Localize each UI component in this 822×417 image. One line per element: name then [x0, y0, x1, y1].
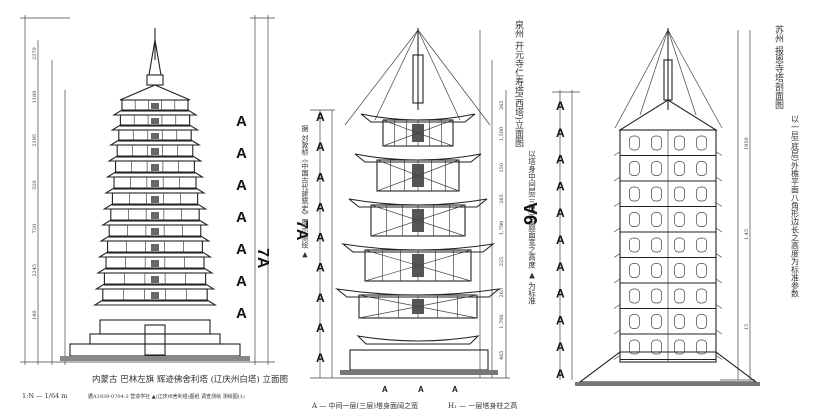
height-mark-a: A [316, 351, 325, 365]
height-mark-a: A [236, 209, 247, 226]
left-dimension-lines [20, 15, 275, 365]
dimension-label: 1180 [32, 91, 38, 104]
dimension-label: 2370 [32, 47, 38, 60]
dimension-label: 720 [32, 224, 38, 234]
left-grade-mark: 7A [254, 248, 271, 269]
height-mark-a: A [316, 140, 325, 154]
dimension-label: 265 [499, 100, 505, 110]
height-mark-a: A [236, 273, 247, 290]
left-caption: 内蒙古 巴林左旗 辉迹佛舍利塔 (辽庆州白塔) 立面图 [92, 374, 288, 385]
height-mark-a: A [316, 321, 325, 335]
left-pagoda-drawing [60, 28, 250, 361]
dimension-label: 2195 [32, 134, 38, 147]
right-spire-chains [614, 29, 723, 129]
height-mark-a: A [556, 233, 565, 247]
bottom-mark-a: A [452, 385, 458, 394]
dimension-label: 1,700 [499, 314, 505, 328]
height-mark-a: A [556, 340, 565, 354]
height-mark-a: A [556, 313, 565, 327]
middle-side-title: 泉州 开元寺仁寿塔(西塔)立面图 [513, 19, 524, 148]
middle-dimension-lines [310, 30, 510, 379]
right-side-title: 苏州 报恩寺塔剖面图 [773, 24, 784, 110]
height-mark-a: A [556, 287, 565, 301]
right-grade-mark: 9A [521, 202, 541, 225]
bottom-mark-a: A [418, 385, 424, 394]
height-mark-a: A [556, 153, 565, 167]
middle-dimension-labels: 265 1,500 150 265 1,790 225 265 1,700 465 [499, 100, 505, 360]
dimension-label: 1,790 [499, 221, 505, 235]
height-mark-a: A [316, 231, 325, 245]
left-dimension-labels: 2370 1180 2195 320 720 2245 140 [32, 47, 38, 320]
right-pagoda-drawing [575, 28, 760, 386]
dimension-label: 15 [744, 324, 750, 330]
height-mark-a: A [316, 110, 325, 124]
left-scale-label: 1:N — 1/64 m [22, 392, 67, 400]
height-mark-a: A [316, 200, 325, 214]
height-mark-a: A [556, 126, 565, 140]
middle-grade-mark: 7A [293, 220, 310, 241]
height-mark-a: A [236, 241, 247, 258]
dimension-label: 1.45 [744, 229, 750, 240]
dimension-label: 225 [499, 257, 505, 267]
height-mark-a: A [316, 291, 325, 305]
left-bottom-note: 据A1939-0704-3 营造学社 ▲(辽庆州舍利塔)图纸 调查测绘 测绘图(… [88, 393, 245, 400]
dimension-label: 1950 [744, 137, 750, 150]
height-mark-a: A [236, 305, 247, 322]
middle-legend-a: A — 中间一层(三层)塔身面阔之宽 [311, 401, 418, 410]
height-mark-a: A [556, 179, 565, 193]
middle-legend-h: H₁ — 一层塔身柱之高 [448, 401, 517, 410]
height-mark-a: A [556, 206, 565, 220]
height-mark-a: A [236, 113, 247, 130]
dimension-label: 265 [499, 288, 505, 298]
right-dimension-lines [552, 30, 755, 381]
height-mark-a: A [556, 260, 565, 274]
dimension-label: 1,500 [499, 127, 505, 141]
middle-left-note: 据 刘敦桢《中国古代建筑史》图示 测绘 ▲ [301, 124, 309, 259]
height-mark-a: A [236, 145, 247, 162]
dimension-label: 140 [32, 310, 38, 320]
right-side-note: 以一层(底层)外檐平面八角形边长之高度为标准参数 [791, 115, 800, 298]
middle-side-note: 以塔身中间层(三层)与廊面宽之高度 ▲ 为标准 [527, 150, 536, 306]
dimension-label: 2245 [32, 264, 38, 277]
dimension-label: 320 [32, 180, 38, 190]
dimension-label: 265 [499, 194, 505, 204]
height-mark-a: A [316, 261, 325, 275]
height-mark-a: A [556, 367, 565, 381]
right-dimension-labels: 1950 1.45 15 [744, 137, 750, 330]
middle-pagoda-drawing [335, 28, 501, 375]
height-mark-a: A [556, 99, 565, 113]
height-mark-a: A [316, 170, 325, 184]
dimension-label: 465 [499, 350, 505, 360]
bottom-mark-a: A [382, 385, 388, 394]
middle-spire-chains [344, 29, 491, 126]
middle-height-marks: A A A A A A A A A [316, 110, 325, 365]
height-mark-a: A [236, 177, 247, 194]
dimension-label: 150 [499, 163, 505, 173]
